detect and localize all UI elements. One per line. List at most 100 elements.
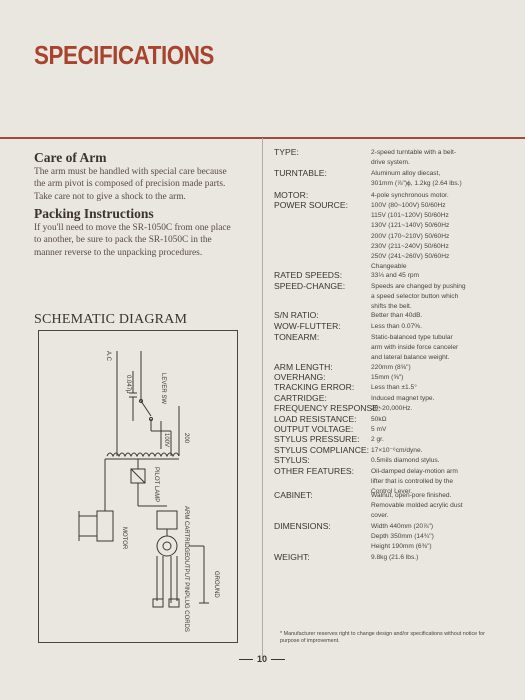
spec-label: DIMENSIONS:: [274, 521, 331, 531]
spec-value-line: lifter that is controlled by the: [371, 478, 454, 486]
spec-value-line: cover.: [371, 512, 389, 520]
spec-value-line: a speed selector button which: [371, 293, 459, 301]
care-of-arm-line: the arm pivot is composed of precision m…: [34, 179, 226, 190]
spec-value-line: Better than 40dB.: [371, 312, 423, 319]
spec-value: 17×10⁻⁶cm/dyne.: [371, 446, 487, 456]
capacitor-label: 0.047μ: [125, 375, 131, 394]
spec-label: MOTOR:: [274, 190, 309, 200]
ground-label: GROUND: [213, 571, 219, 598]
spec-label: STYLUS:: [274, 455, 310, 465]
page-number-text: 10: [257, 654, 268, 664]
spec-label: STYLUS COMPLIANCE:: [274, 445, 370, 455]
spec-value: 2 gr.: [371, 435, 487, 445]
spec-value-line: 20~20,000Hz.: [371, 405, 413, 412]
spec-value: 4-pole synchronous motor.: [371, 191, 487, 201]
spec-value-line: Static-balanced type tubular: [371, 334, 453, 341]
spec-label: OUTPUT VOLTAGE:: [274, 424, 354, 434]
tap-200v-label: 200: [183, 433, 189, 444]
spec-value: 5 mV: [371, 425, 487, 435]
spec-value: 2-speed turntable with a belt-drive syst…: [371, 148, 487, 168]
spec-value: 9.8kg (21.6 lbs.): [371, 553, 487, 563]
spec-value-line: 115V (101~120V) 50/60Hz: [371, 212, 449, 220]
spec-value-line: Changeable: [371, 263, 407, 271]
spec-value-line: 2-speed turntable with a belt-: [371, 149, 457, 156]
packing-heading: Packing Instructions: [34, 206, 154, 221]
spec-label: CARTRIDGE:: [274, 393, 327, 403]
spec-value: Better than 40dB.: [371, 311, 487, 321]
spec-value: Oil-damped delay-motion arm lifter that i…: [371, 467, 487, 498]
spec-value-line: Oil-damped delay-motion arm: [371, 468, 458, 475]
spec-label: SPEED-CHANGE:: [274, 281, 346, 291]
spec-value-line: Control Lever.: [371, 488, 413, 496]
spec-label: RATED SPEEDS:: [274, 270, 343, 280]
spec-value-line: 2 gr.: [371, 436, 384, 443]
spec-label: OVERHANG:: [274, 372, 326, 382]
spec-value-line: 33⅓ and 45 rpm: [371, 272, 420, 279]
spec-value-line: 50kΩ: [371, 416, 387, 423]
dash-right: [271, 659, 286, 661]
spec-value: Static-balanced type tubular arm with ins…: [371, 333, 487, 364]
lever-sw-label: LEVER SW: [160, 373, 166, 405]
spec-value-line: 4-pole synchronous motor.: [371, 192, 449, 199]
packing-text: If you'll need to move the SR-1050C from…: [34, 222, 252, 259]
pilot-lamp-label: PILOT LAMP: [153, 467, 159, 503]
ac-label: A.C: [105, 351, 111, 362]
spec-value: Aluminum alloy diecast, 301mm (⅞")ϕ, 1.2k…: [371, 169, 487, 189]
spec-value-line: Less than 0.07%.: [371, 323, 422, 330]
spec-value: Less than 0.07%.: [371, 322, 487, 332]
spec-value-line: 200V (170~210V) 50/60Hz: [371, 232, 450, 240]
spec-label: ARM LENGTH:: [274, 362, 333, 372]
spec-value: 220mm (8⅝"): [371, 363, 487, 373]
arm-cartridge-label: ARM CARTRIDGE: [183, 506, 189, 557]
spec-label: TURNTABLE:: [274, 168, 327, 178]
spec-value-line: Induced magnet type.: [371, 395, 435, 402]
care-of-arm-heading: Care of Arm: [34, 150, 107, 165]
schematic-title: SCHEMATIC DIAGRAM: [34, 312, 188, 327]
spec-label: FREQUENCY RESPONSE:: [274, 403, 381, 413]
spec-label: STYLUS PRESSURE:: [274, 434, 360, 444]
spec-value: 0.5mils diamond stylus.: [371, 456, 487, 466]
spec-value-line: Speeds are changed by pushing: [371, 283, 466, 290]
spec-value-line: 0.5mils diamond stylus.: [371, 457, 440, 464]
motor-label: MOTOR: [121, 527, 127, 550]
care-of-arm-text: The arm must be handled with special car…: [34, 166, 252, 203]
output-label: OUTPUT PINPLUG CORDS: [183, 556, 189, 632]
packing-line: manner reverse to the unpacking procedur…: [34, 247, 203, 258]
spec-value: Walnut, open-pore finished.Removable mol…: [371, 491, 487, 522]
spec-value-line: Less than ±1.5°: [371, 384, 417, 391]
spec-value-line: 301mm (⅞")ϕ, 1.2kg (2.64 lbs.): [371, 180, 462, 188]
spec-value-line: drive system.: [371, 159, 410, 167]
spec-value-line: 220mm (8⅝"): [371, 364, 411, 371]
tap-100v-label: 100V: [163, 433, 169, 448]
spec-value-line: and lateral balance weight.: [371, 354, 450, 362]
spec-label: POWER SOURCE:: [274, 200, 349, 210]
spec-value: Less than ±1.5°: [371, 383, 487, 393]
spec-value-line: 9.8kg (21.6 lbs.): [371, 554, 419, 561]
spec-label: TYPE:: [274, 147, 299, 157]
spec-value-line: 15mm (⅝"): [371, 374, 404, 381]
spec-value-line: Depth 350mm (14¾"): [371, 533, 434, 541]
spec-label: WOW-FLUTTER:: [274, 321, 341, 331]
spec-value: Speeds are changed by pushing a speed sel…: [371, 282, 487, 313]
spec-value: Induced magnet type.: [371, 394, 487, 404]
spec-value: 50kΩ: [371, 415, 487, 425]
care-of-arm-line: The arm must be handled with special car…: [34, 167, 227, 177]
spec-value: 15mm (⅝"): [371, 373, 487, 383]
spec-label: OTHER FEATURES:: [274, 466, 355, 476]
spec-value-line: 230V (211~240V) 50/60Hz: [371, 242, 449, 250]
spec-value: 20~20,000Hz.: [371, 404, 487, 414]
spec-value-line: 100V (80~100V) 50/60Hz: [371, 202, 446, 209]
column-divider: [262, 138, 263, 658]
spec-value-line: Aluminum alloy diecast,: [371, 170, 441, 177]
spec-value: 33⅓ and 45 rpm: [371, 271, 487, 281]
page-title: SPECIFICATIONS: [34, 40, 214, 70]
spec-value-line: Walnut, open-pore finished.: [371, 492, 452, 499]
spec-label: WEIGHT:: [274, 552, 310, 562]
packing-line: to another, be sure to pack the SR-1050C…: [34, 235, 212, 246]
spec-value-line: arm with inside force canceler: [371, 344, 459, 352]
dash-left: [239, 659, 253, 661]
page-number: 10: [235, 654, 289, 664]
spec-value: 100V (80~100V) 50/60Hz 115V (101~120V) 50…: [371, 201, 487, 272]
spec-label: LOAD RESISTANCE:: [274, 414, 357, 424]
